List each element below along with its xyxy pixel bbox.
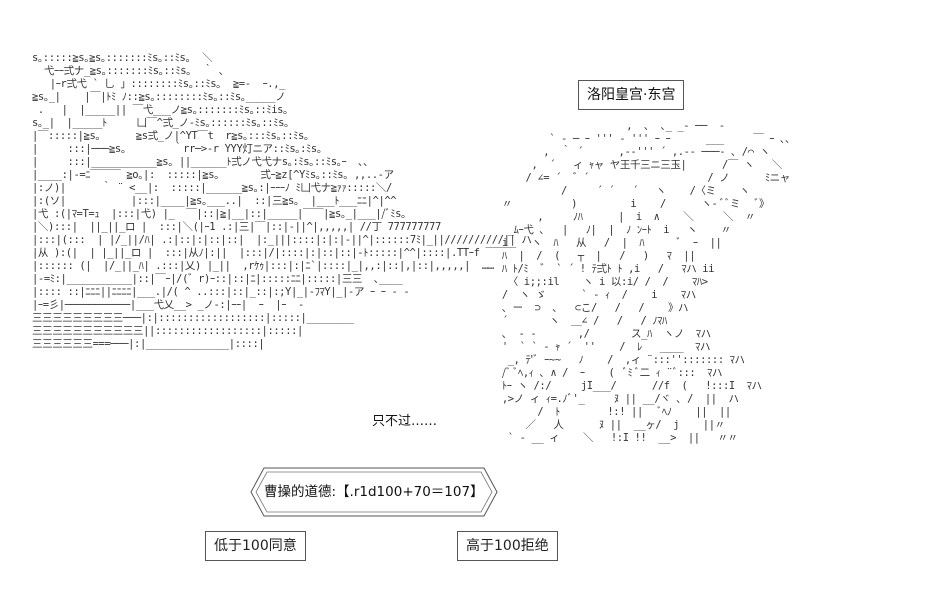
building-ascii-art: s｡:::::≧s｡≧s｡:::::::ﾐs｡::ﾐs｡ ＼ 弋ｰｰ弍ナ_≧s｡… xyxy=(32,52,532,350)
character-ascii-art: , ､ ､_ _‐ ── ‐ ` ‐ ─ ｰ ''' ‐ ''' ｰ ｰ ___… xyxy=(501,120,796,444)
thought-text: 只不过…… xyxy=(372,413,437,431)
banner-frame xyxy=(250,467,498,517)
location-label: 洛阳皇宫·东宫 xyxy=(578,80,685,110)
refuse-option-button[interactable]: 高于100拒绝 xyxy=(457,531,558,561)
dice-roll-text: 曹操的道德:【.r1d100+70＝107】 xyxy=(264,484,484,500)
dice-roll-banner: 曹操的道德:【.r1d100+70＝107】 xyxy=(250,467,498,517)
agree-option-button[interactable]: 低于100同意 xyxy=(205,531,306,561)
thought-text-value: 只不过…… xyxy=(372,414,438,429)
